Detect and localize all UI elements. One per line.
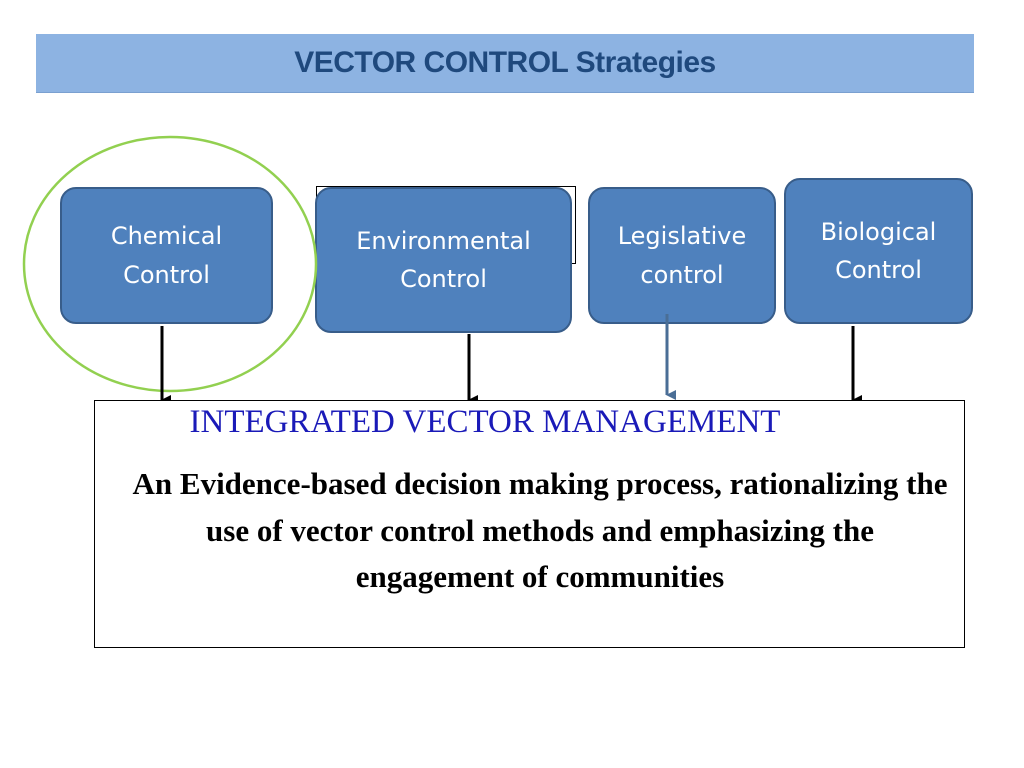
ivm-title: INTEGRATED VECTOR MANAGEMENT [189, 404, 781, 440]
legislative-control-box: Legislative control [588, 187, 776, 324]
slide-title: VECTOR CONTROL Strategies [294, 46, 716, 79]
environmental-control-label: Environmental Control [356, 226, 531, 293]
chemical-control-label: Chemical Control [110, 222, 223, 289]
ivm-box: INTEGRATED VECTOR MANAGEMENT An Evidence… [94, 400, 965, 648]
chemical-control-box: Chemical Control [60, 187, 273, 324]
biological-control-label: Biological Control [820, 217, 937, 284]
legislative-control-label: Legislative control [617, 222, 747, 289]
ivm-description: An Evidence-based decision making proces… [132, 466, 948, 594]
title-bar: VECTOR CONTROL Strategies [36, 34, 974, 93]
environmental-control-box: Environmental Control [315, 187, 572, 333]
biological-control-box: Biological Control [784, 178, 973, 324]
